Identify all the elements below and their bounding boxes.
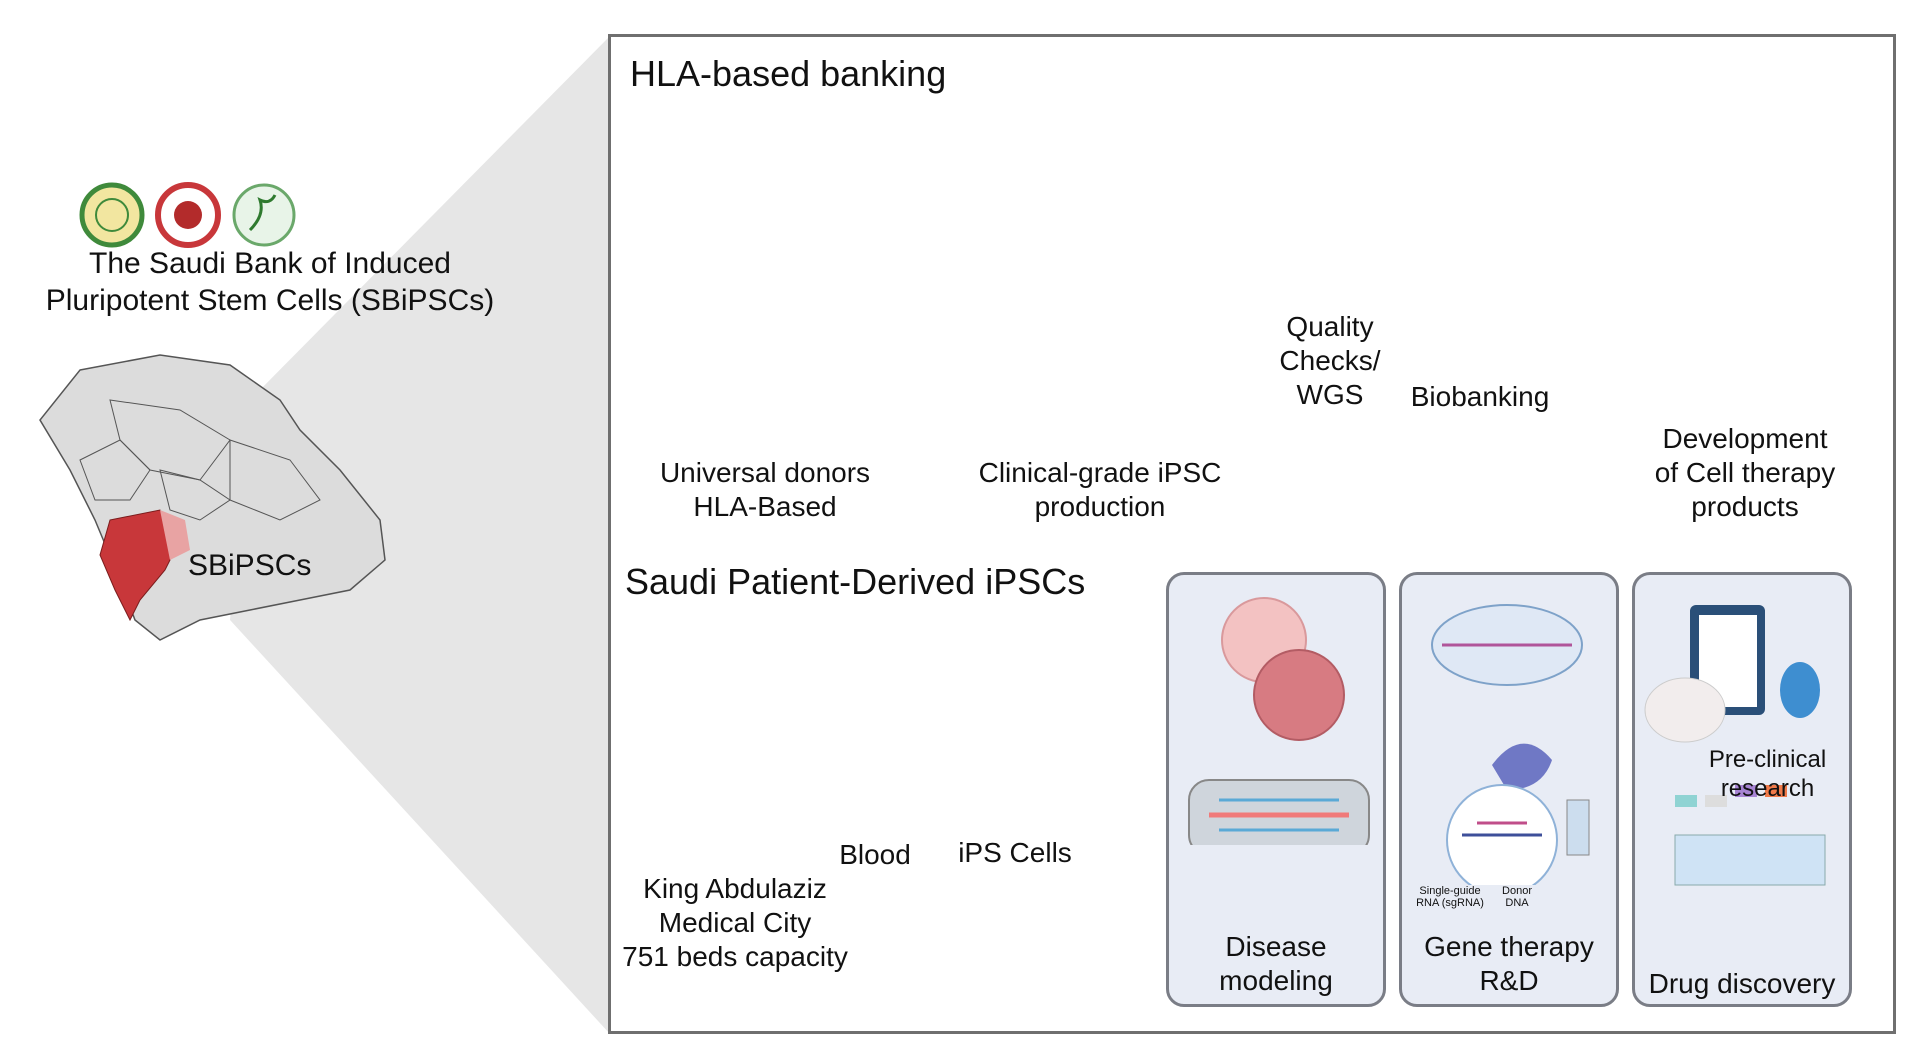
gene-line1: Gene therapy xyxy=(1424,931,1594,962)
disease-line2: modeling xyxy=(1219,965,1333,997)
sgrna-line2: RNA (sgRNA) xyxy=(1416,897,1484,910)
dev-line2: of Cell therapy xyxy=(1654,457,1836,489)
hospital-line3: 751 beds capacity xyxy=(622,941,848,973)
preclinical-icon xyxy=(1644,605,1826,886)
dna-emblem-icon xyxy=(232,183,296,247)
qc-line3: WGS xyxy=(1296,379,1364,411)
zoom-wedge xyxy=(230,36,610,1034)
drug-discovery-panel: Pre-clinical research Drug discovery xyxy=(1632,572,1852,1007)
dev-line1: Development xyxy=(1662,423,1828,454)
development-label: Development of Cell therapy products xyxy=(1620,422,1870,524)
logos xyxy=(79,182,296,248)
gene-therapy-label: Gene therapy R&D xyxy=(1402,930,1616,998)
donor-dna-label: Donor DNA xyxy=(1492,885,1542,909)
preclinical-label: Pre-clinical research xyxy=(1690,745,1845,804)
disease-line1: Disease xyxy=(1225,931,1327,962)
hospital-line1: King Abdulaziz xyxy=(643,873,827,904)
donors-label: Universal donors HLA-Based xyxy=(615,456,915,524)
donor-line2: DNA xyxy=(1505,897,1529,910)
qc-line2: Checks/ xyxy=(1279,345,1381,377)
patient-title: Saudi Patient-Derived iPSCs xyxy=(625,561,1086,602)
donors-line1: Universal donors xyxy=(659,457,871,488)
ips-label: iPS Cells xyxy=(958,837,1072,868)
organoid-icon xyxy=(1188,597,1370,845)
saudi-map xyxy=(39,354,386,641)
hospital-label: King Abdulaziz Medical City 751 beds cap… xyxy=(605,872,865,974)
qc-line1: Quality xyxy=(1286,311,1374,342)
blood-label: Blood xyxy=(839,839,911,870)
map-label: SBiPSCs xyxy=(188,549,312,582)
production-line1: Clinical-grade iPSC xyxy=(978,457,1222,488)
sealed-emblem-icon xyxy=(79,182,145,248)
gene-line2: R&D xyxy=(1479,965,1539,997)
production-label: Clinical-grade iPSC production xyxy=(950,456,1250,524)
gene-therapy-panel: Single-guide RNA (sgRNA) Donor DNA Gene … xyxy=(1399,572,1619,1007)
preclinical-line1: Pre-clinical xyxy=(1708,746,1827,773)
disease-modeling-panel: Disease modeling xyxy=(1166,572,1386,1007)
sgrna-line1: Single-guide xyxy=(1419,885,1481,897)
disease-label: Disease modeling xyxy=(1169,930,1383,998)
bank-title: The Saudi Bank of Induced Pluripotent St… xyxy=(0,246,540,319)
donors-line2: HLA-Based xyxy=(693,491,837,523)
dev-line3: products xyxy=(1691,491,1799,523)
hospital-line2: Medical City xyxy=(658,907,812,939)
production-line2: production xyxy=(1034,491,1166,523)
biobanking-label: Biobanking xyxy=(1410,381,1550,412)
bank-title-line1: The Saudi Bank of Induced xyxy=(89,247,451,280)
crispr-icon xyxy=(1431,604,1590,885)
sgrna-label: Single-guide RNA (sgRNA) xyxy=(1410,885,1490,909)
donor-line1: Donor xyxy=(1502,885,1532,897)
hla-title: HLA-based banking xyxy=(630,53,947,94)
preclinical-line2: research xyxy=(1720,775,1815,803)
qc-label: Quality Checks/ WGS xyxy=(1270,310,1390,412)
drug-discovery-label: Drug discovery xyxy=(1648,968,1836,999)
bank-title-line2: Pluripotent Stem Cells (SBiPSCs) xyxy=(45,283,495,317)
